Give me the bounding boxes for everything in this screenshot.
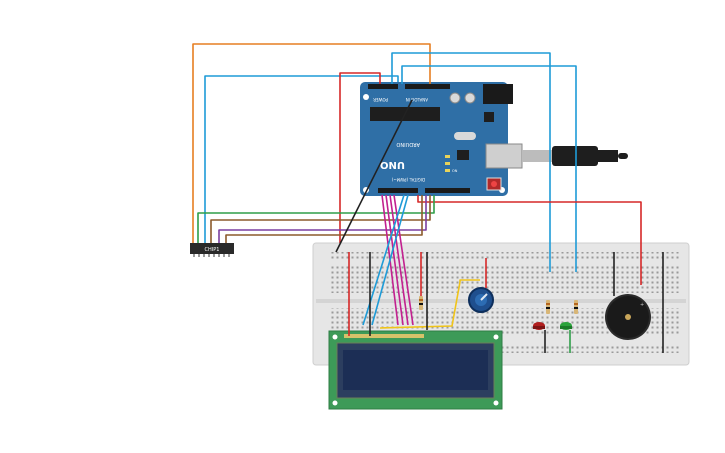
wires: [192, 43, 664, 353]
chip1-label: CHIP1: [205, 247, 220, 253]
green-led[interactable]: [560, 322, 572, 330]
wire-purple: [218, 195, 427, 243]
potentiometer[interactable]: [468, 287, 494, 313]
lcd-16x2[interactable]: [328, 330, 503, 410]
wire-red-left: [339, 72, 381, 243]
wire-blue-lcd2: [371, 194, 409, 326]
arduino-analog-label: ANALOG IN: [406, 97, 428, 102]
wire-blue-chip: [204, 75, 399, 243]
wire-orange: [192, 43, 431, 243]
arduino-logo-text: UNO: [380, 159, 405, 170]
wire-magenta-3: [389, 194, 409, 326]
red-led[interactable]: [533, 322, 545, 330]
wire-blue-led1: [391, 52, 551, 272]
wire-yellow: [379, 279, 480, 329]
svg-text:+: +: [640, 302, 644, 308]
wire-brown-2: [225, 195, 423, 243]
resistor-3[interactable]: [419, 296, 423, 310]
wire-magenta-2: [385, 194, 404, 326]
wire-green: [197, 195, 435, 243]
resistor-1[interactable]: [546, 300, 550, 314]
usb-cable: [522, 146, 628, 166]
arduino-on-label: ON: [452, 169, 458, 173]
chip1[interactable]: CHIP1: [190, 243, 234, 257]
piezo-buzzer[interactable]: +: [605, 294, 651, 340]
wire-blue-led2: [401, 65, 577, 272]
arduino-brand-text: ARDUINO: [396, 141, 420, 147]
wire-brown: [210, 195, 431, 243]
wire-black: [335, 99, 413, 253]
resistor-2[interactable]: [574, 300, 578, 314]
arduino-digital-label: DIGITAL (PWM~): [391, 177, 425, 182]
arduino-power-label: POWER: [373, 97, 388, 102]
arduino-uno[interactable]: UNO ARDUINO DIGITAL (PWM~) POWER ANALOG …: [360, 82, 523, 196]
wire-red-buzzer: [417, 195, 642, 285]
